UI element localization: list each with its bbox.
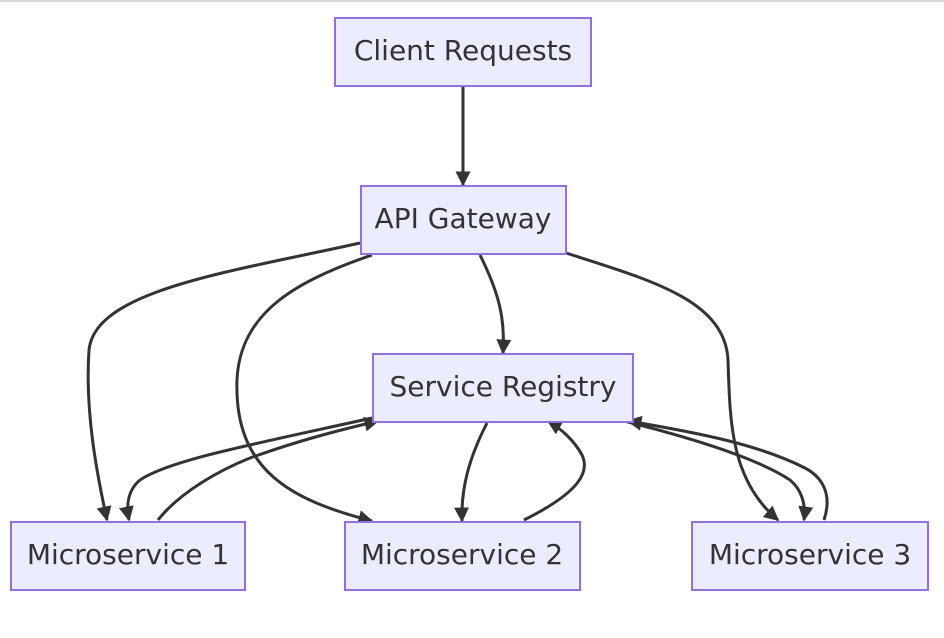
- edge-ms2-to-registry: [523, 419, 586, 522]
- edge-registry-to-ms3: [623, 419, 814, 522]
- node-microservice-2[interactable]: Microservice 2: [344, 521, 581, 591]
- node-api-gateway[interactable]: API Gateway: [360, 185, 567, 255]
- node-service-registry[interactable]: Service Registry: [372, 353, 634, 423]
- edge-gateway-to-ms3: [565, 251, 780, 522]
- node-microservice-1[interactable]: Microservice 1: [10, 521, 246, 591]
- node-microservice-3[interactable]: Microservice 3: [691, 521, 929, 591]
- node-client-requests[interactable]: Client Requests: [334, 17, 592, 87]
- edge-gateway-to-registry: [478, 254, 512, 355]
- edges: [86, 87, 829, 525]
- edge-gateway-to-ms2: [235, 253, 374, 525]
- node-label: Microservice 3: [709, 538, 911, 571]
- edge-ms3-to-registry: [626, 415, 829, 521]
- node-label: Service Registry: [389, 370, 616, 403]
- node-label: Microservice 1: [27, 538, 229, 571]
- top-border: [0, 0, 944, 2]
- edge-registry-to-ms1: [119, 416, 373, 522]
- edge-ms1-to-registry: [156, 416, 380, 521]
- node-label: Microservice 2: [361, 538, 563, 571]
- node-label: Client Requests: [354, 34, 572, 67]
- node-label: API Gateway: [375, 202, 552, 235]
- edge-gateway-to-ms1: [86, 241, 361, 522]
- edge-registry-to-ms2: [454, 422, 489, 523]
